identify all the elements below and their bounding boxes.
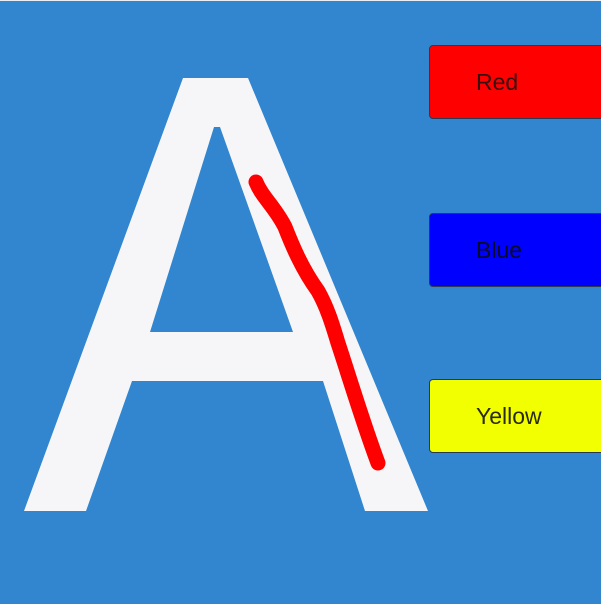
blue-button-label: Blue [476, 236, 523, 263]
drawn-stroke [248, 174, 386, 471]
letter-a-shape [24, 78, 428, 511]
blue-color-button[interactable]: Blue [429, 213, 601, 287]
yellow-color-button[interactable]: Yellow [429, 379, 601, 453]
yellow-button-label: Yellow [476, 402, 542, 429]
red-button-label: Red [476, 68, 519, 95]
red-color-button[interactable]: Red [429, 45, 601, 119]
